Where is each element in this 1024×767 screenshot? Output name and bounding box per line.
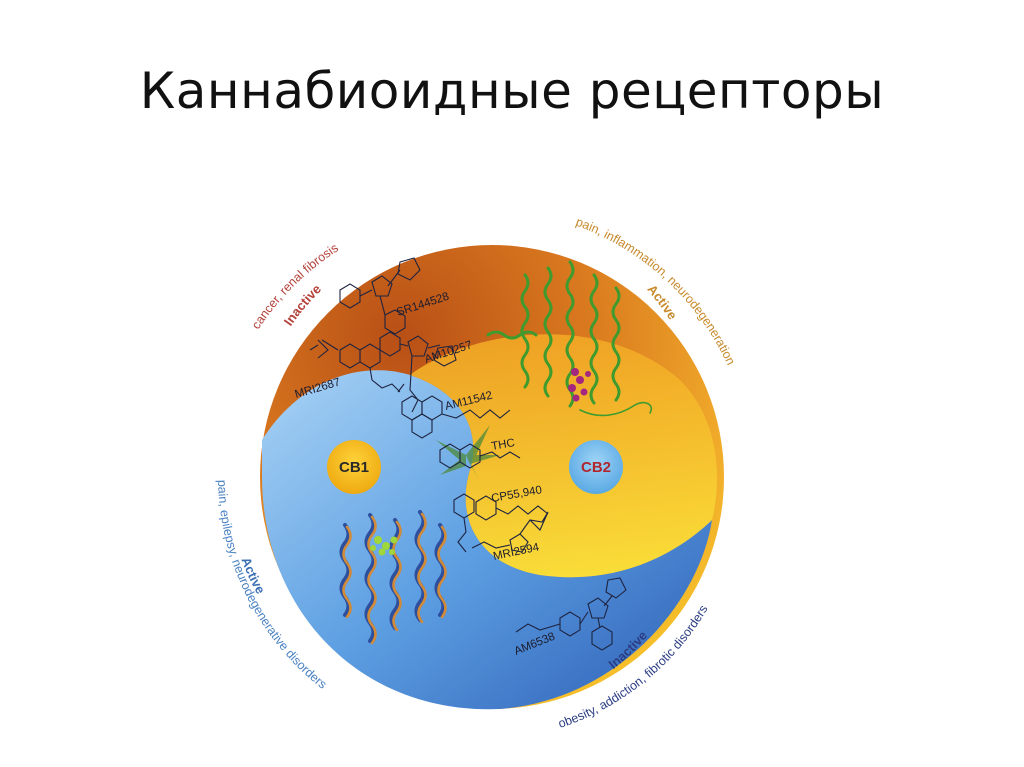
cannabis-leaf-icon xyxy=(436,425,500,478)
cb2-active-core xyxy=(410,334,718,578)
ligand-label-thc: THC xyxy=(490,437,515,453)
cb2-protein-structure xyxy=(486,260,653,417)
cb1-label: CB1 xyxy=(339,459,369,476)
cb1-badge: CB1 xyxy=(327,440,381,494)
ligand-structures xyxy=(309,257,627,651)
cb2-bound-ligand xyxy=(568,368,591,402)
cb1-bound-ligand xyxy=(370,536,398,556)
cb2-label: CB2 xyxy=(581,459,611,476)
slide-title: Каннабиоидные рецепторы xyxy=(139,62,885,120)
cb2-badge: CB2 xyxy=(569,440,623,494)
